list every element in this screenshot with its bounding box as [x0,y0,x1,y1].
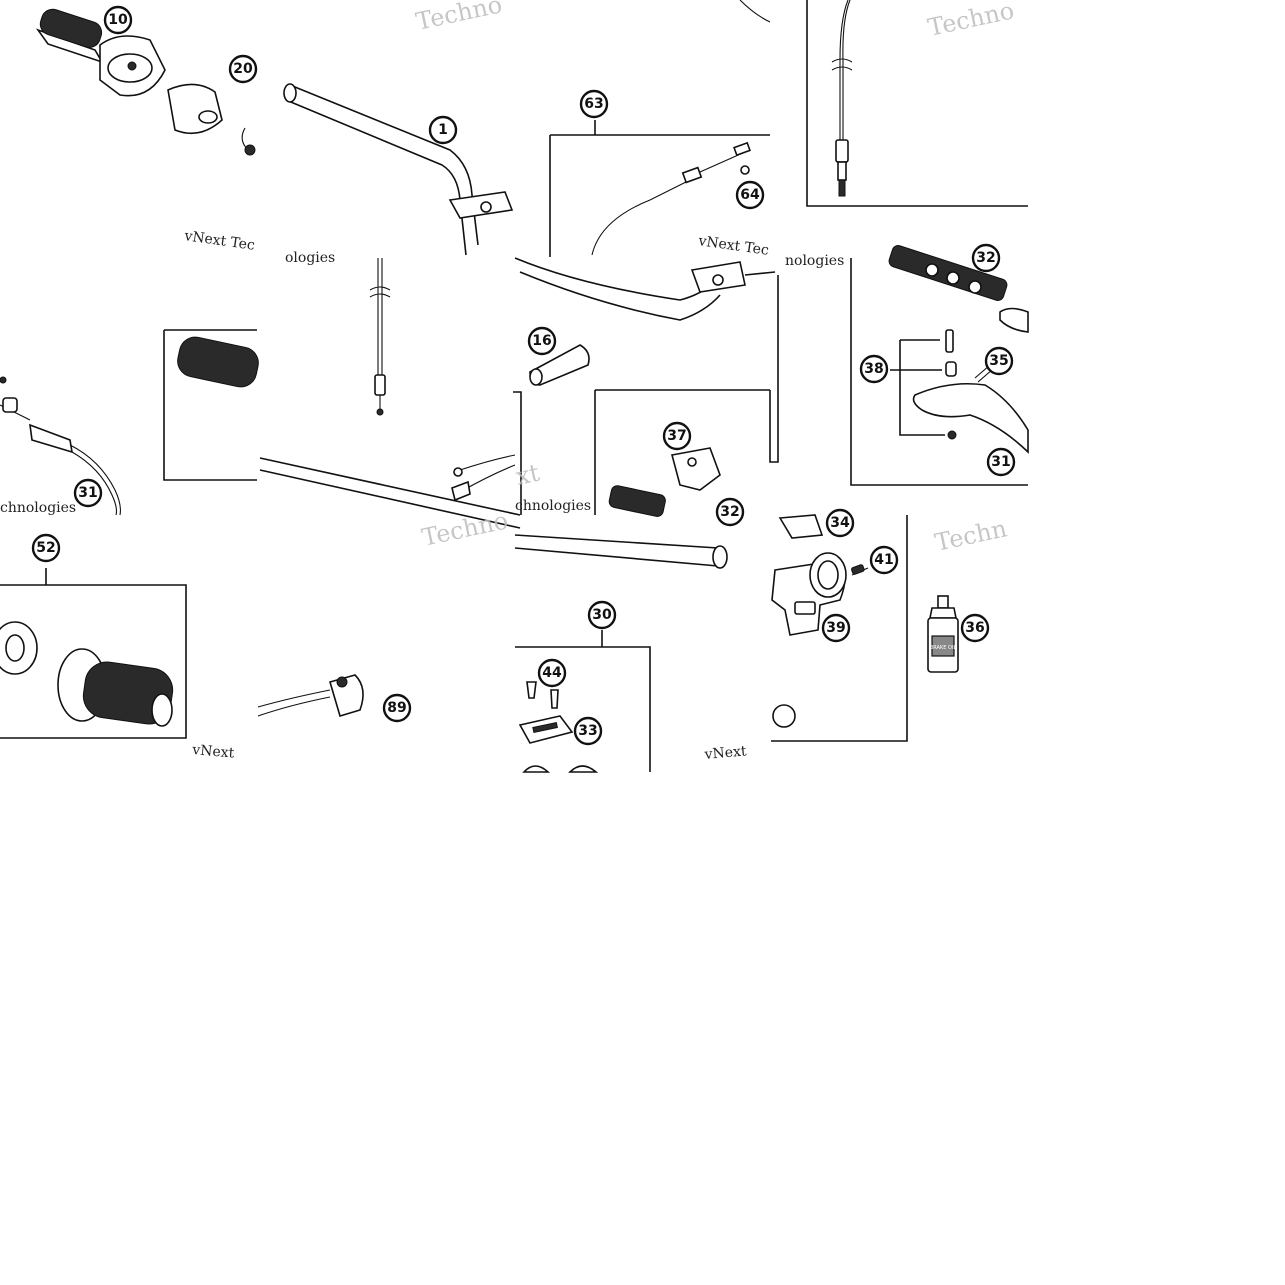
watermark: ologies [285,250,335,266]
callout-1: 1 [428,115,458,145]
throttle-cable-detail [0,329,259,516]
callout-38: 38 [859,354,889,384]
watermark: Techn [932,514,1009,557]
brake-oil-bottle: BRAKE OIL [927,595,959,673]
callout-32: 32 [715,497,745,527]
svg-text:37: 37 [667,428,686,444]
svg-text:32: 32 [720,504,739,520]
callout-63: 63 [579,89,609,119]
grip-set-box [0,568,187,739]
svg-text:38: 38 [864,361,883,377]
watermarks: Techno Techno vNext Tec vNext Tec ologie… [0,0,1016,763]
watermark: chnologies [0,500,76,516]
svg-text:44: 44 [542,665,562,681]
watermark: vNext [703,743,748,763]
throttle-grip-assembly [35,8,256,156]
cable-center [369,258,522,515]
svg-text:31: 31 [78,485,97,501]
svg-text:33: 33 [578,723,597,739]
clutch-lever-box [850,245,1029,486]
svg-text:32: 32 [976,250,995,266]
svg-text:63: 63 [584,96,603,112]
callout-64: 64 [735,180,765,210]
watermark: nologies [785,253,844,269]
callout-labels: 10 20 1 63 64 16 37 32 32 38 35 31 31 52… [31,5,1016,746]
svg-text:1: 1 [438,122,448,138]
callout-39: 39 [821,613,851,643]
callout-31: 31 [986,447,1016,477]
callout-32: 32 [971,243,1001,273]
svg-text:30: 30 [592,607,612,623]
watermark: Techno [925,0,1016,42]
callout-30: 30 [587,600,617,630]
master-cylinder-cover-box [515,630,651,773]
kill-switch [257,674,364,717]
callout-20: 20 [228,54,258,84]
callout-31: 31 [73,478,103,508]
callout-44: 44 [537,658,567,688]
throttle-cable-box [739,0,1028,207]
callout-89: 89 [382,693,412,723]
callout-35: 35 [984,346,1014,376]
svg-text:20: 20 [233,61,253,77]
callout-10: 10 [103,5,133,35]
svg-text:31: 31 [991,454,1010,470]
watermark: Techno [419,506,510,552]
svg-text:89: 89 [387,700,406,716]
oil-bottle-label: BRAKE OIL [930,645,957,651]
callout-52: 52 [31,533,61,563]
svg-text:34: 34 [830,515,850,531]
watermark: vNext [191,742,236,762]
callout-37: 37 [662,421,692,451]
svg-text:39: 39 [826,620,845,636]
svg-text:16: 16 [532,333,551,349]
svg-text:35: 35 [989,353,1008,369]
watermark: vNext Tec [182,228,255,254]
callout-36: 36 [960,613,990,643]
watermark: chnologies [515,498,591,514]
knob-and-switch [529,275,779,517]
watermark: vNext Tec [696,233,769,259]
brake-clamp-box [771,514,908,742]
svg-text:10: 10 [108,12,128,28]
svg-text:52: 52 [36,540,55,556]
svg-text:36: 36 [965,620,984,636]
callout-16: 16 [527,326,557,356]
callout-34: 34 [825,508,855,538]
callout-33: 33 [573,716,603,746]
watermark: xt [513,459,542,491]
clutch-cable-box [549,120,770,257]
handlebar [259,83,776,569]
callout-41: 41 [869,545,899,575]
svg-text:41: 41 [874,552,893,568]
watermark: Techno [413,0,504,36]
svg-text:64: 64 [740,187,760,203]
